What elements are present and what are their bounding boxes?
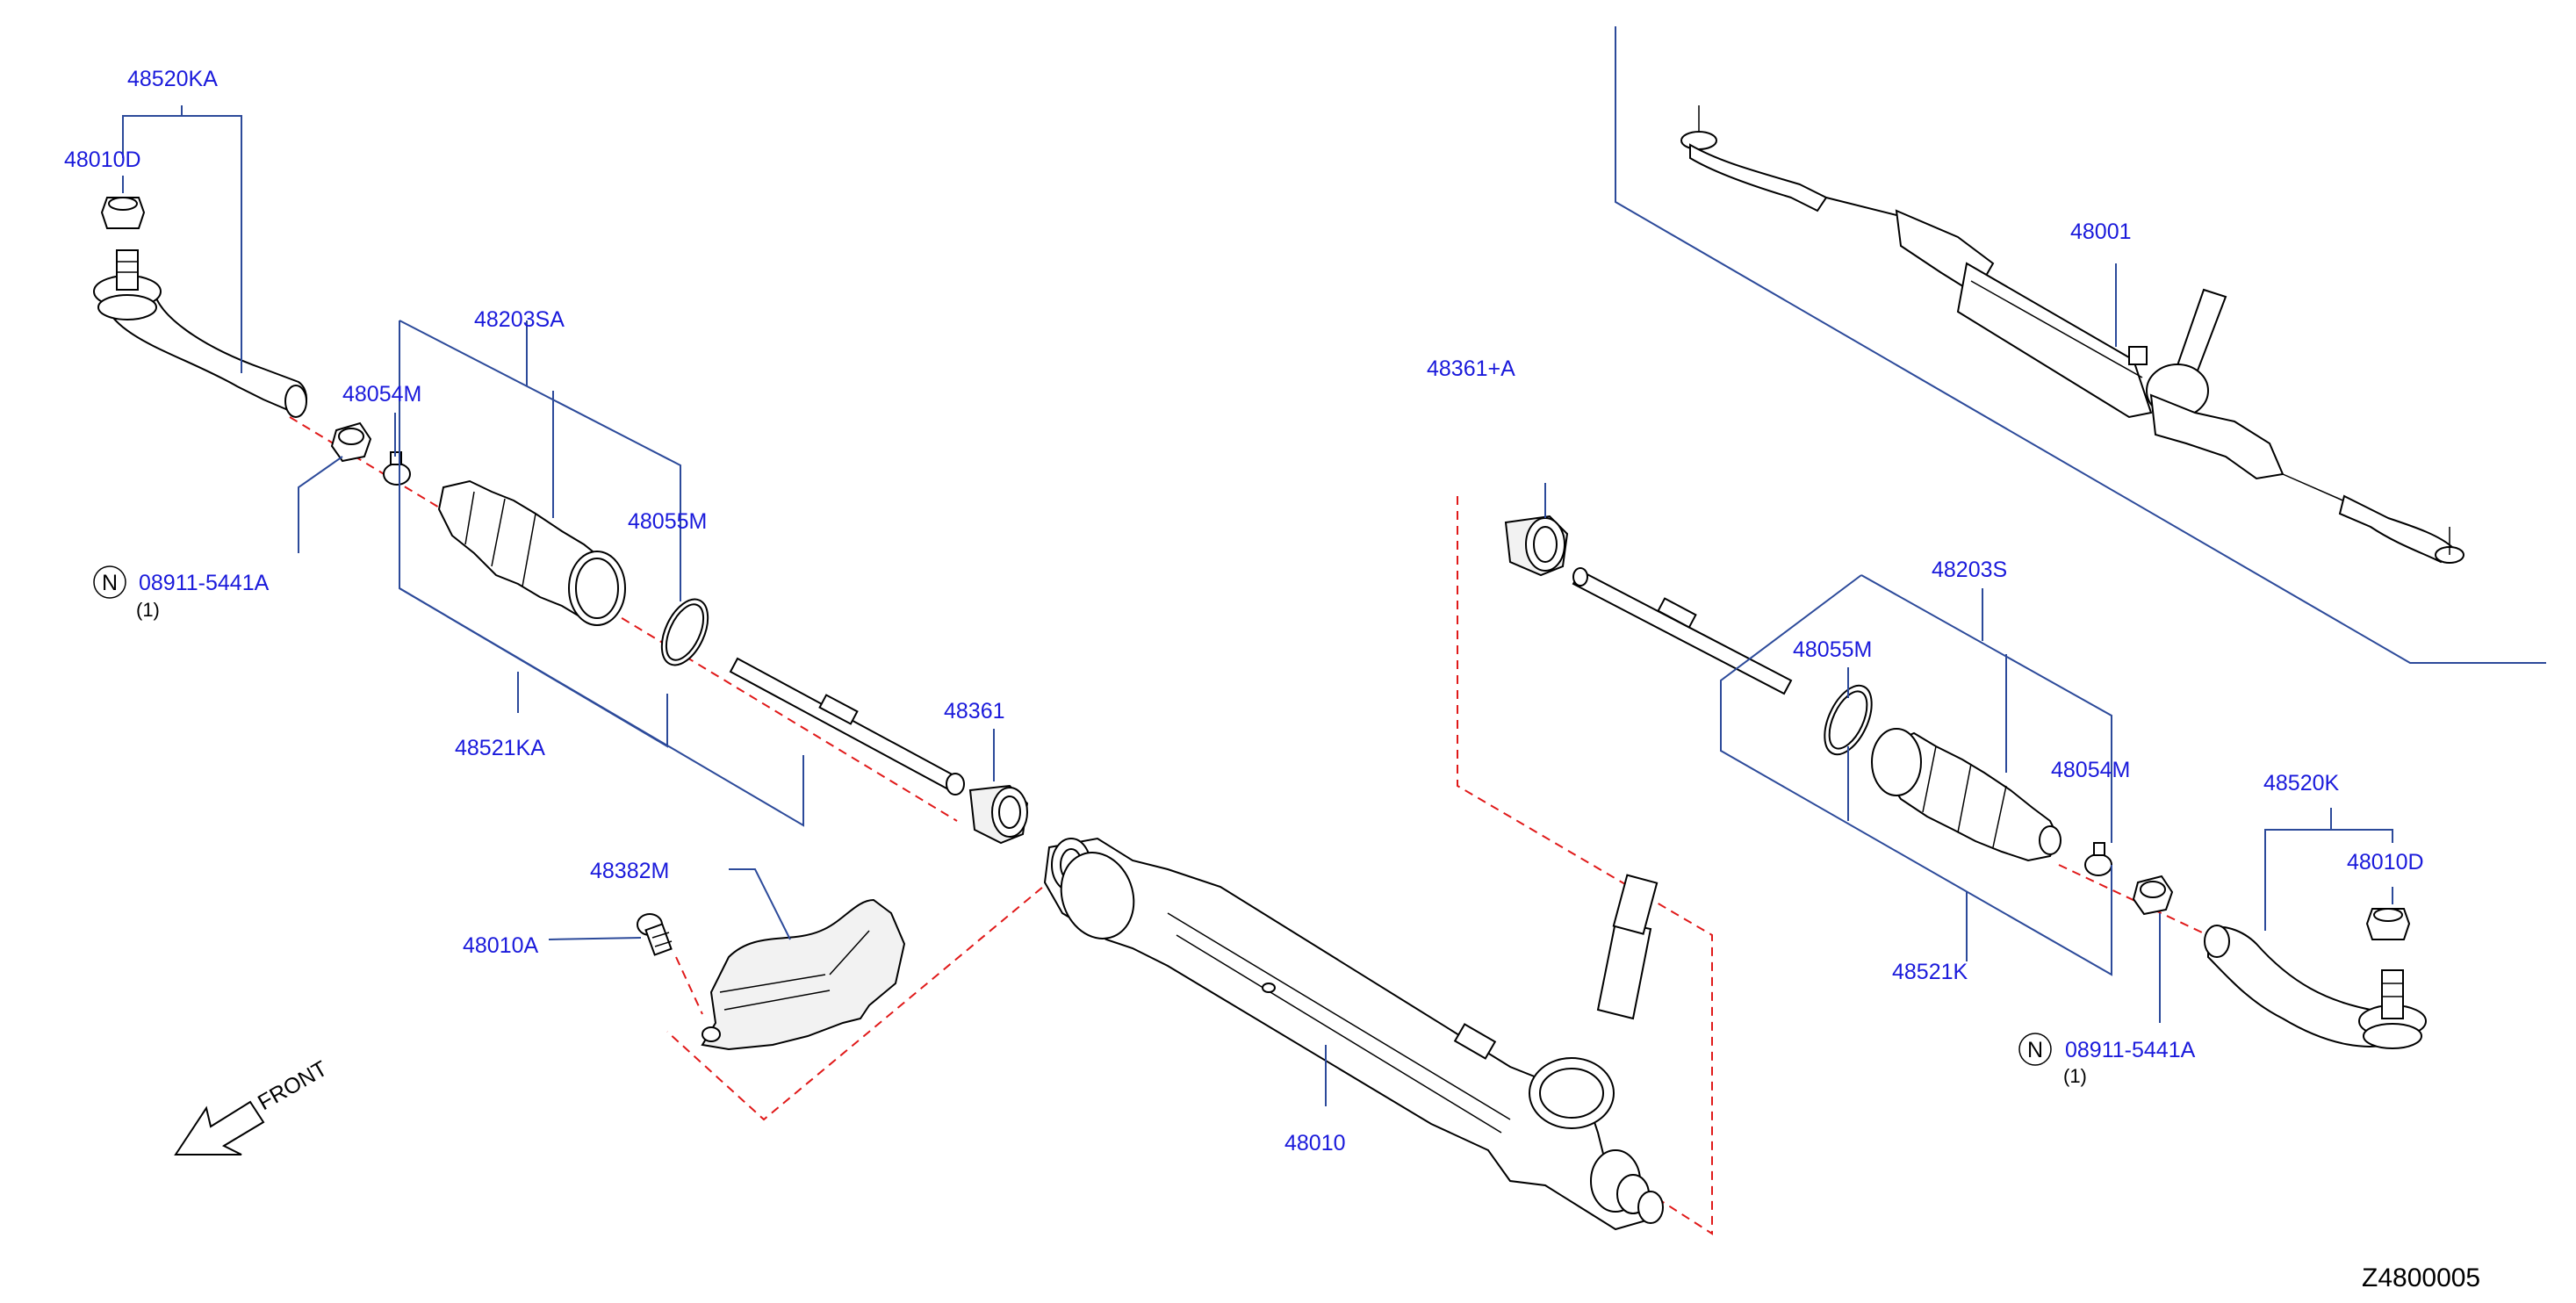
label-lock-nut-left[interactable]: 08911-5441A xyxy=(139,571,270,595)
lock-nut-left[interactable] xyxy=(330,421,372,463)
label-nut-right[interactable]: 48010D xyxy=(2347,850,2424,875)
label-bolt[interactable]: 48010A xyxy=(463,933,539,958)
tie-rod-end-left[interactable] xyxy=(93,249,308,418)
mount-insulator-kit[interactable] xyxy=(1504,515,1569,577)
mount-insulator-left[interactable] xyxy=(968,784,1029,845)
lock-nut-symbol-left-text: N xyxy=(102,571,118,595)
front-arrow-icon xyxy=(174,1100,265,1155)
front-label: FRONT xyxy=(254,1056,332,1115)
label-nut-left[interactable]: 48010D xyxy=(64,148,141,172)
clamp-small-left[interactable] xyxy=(383,451,411,486)
lock-nut-symbol-right xyxy=(2018,1033,2052,1066)
label-clamp-small-right[interactable]: 48054M xyxy=(2051,758,2130,782)
gear-assembly[interactable] xyxy=(1680,105,2464,564)
heat-shield[interactable] xyxy=(701,898,906,1051)
label-boot-kit-right[interactable]: 48203S xyxy=(1932,558,2007,582)
label-gear-assembly[interactable]: 48001 xyxy=(2070,220,2132,244)
lock-nut-right[interactable] xyxy=(2132,875,2174,916)
label-clamp-large-left[interactable]: 48055M xyxy=(628,509,707,534)
centerlines xyxy=(289,416,2218,1235)
inner-tie-rod-right[interactable] xyxy=(1572,567,1793,695)
bolt[interactable] xyxy=(637,913,673,956)
label-boot-right[interactable]: 48521K xyxy=(1892,960,1968,984)
tie-rod-end-right[interactable] xyxy=(2204,925,2427,1049)
nut-right[interactable] xyxy=(2365,908,2411,940)
boot-left[interactable] xyxy=(437,479,626,626)
label-tie-rod-end-left[interactable]: 48520KA xyxy=(127,67,218,91)
label-boot-left[interactable]: 48521KA xyxy=(455,736,545,760)
label-lock-nut-right-qty: (1) xyxy=(2063,1065,2087,1087)
lock-nut-symbol-right-text: N xyxy=(2027,1038,2043,1062)
boot-right[interactable] xyxy=(1871,728,2062,862)
label-boot-kit-left[interactable]: 48203SA xyxy=(474,307,565,332)
leader-lines xyxy=(122,26,2546,1106)
lock-nut-symbol-left xyxy=(93,565,126,599)
label-insulator-kit[interactable]: 48361+A xyxy=(1427,356,1515,381)
clamp-large-right[interactable] xyxy=(1815,679,1881,762)
label-tie-rod-end-right[interactable]: 48520K xyxy=(2263,771,2340,795)
clamp-small-right[interactable] xyxy=(2084,842,2112,876)
gear-housing[interactable] xyxy=(1043,837,1664,1231)
label-mount-insulator-left[interactable]: 48361 xyxy=(944,699,1005,723)
label-gear-housing[interactable]: 48010 xyxy=(1284,1131,1346,1155)
label-clamp-large-right[interactable]: 48055M xyxy=(1793,637,1872,662)
label-lock-nut-right[interactable]: 08911-5441A xyxy=(2065,1038,2196,1062)
label-lock-nut-left-qty: (1) xyxy=(136,599,160,621)
nut-left[interactable] xyxy=(100,197,146,229)
label-shield[interactable]: 48382M xyxy=(590,859,669,883)
inner-tie-rod-left[interactable] xyxy=(729,657,965,795)
part-labels: 48520KA 48010D 48203SA 48054M 48055M 485… xyxy=(64,67,2480,1292)
diagram-id: Z4800005 xyxy=(2362,1263,2480,1292)
label-clamp-small-left[interactable]: 48054M xyxy=(342,382,421,407)
clamp-large-left[interactable] xyxy=(652,592,717,672)
